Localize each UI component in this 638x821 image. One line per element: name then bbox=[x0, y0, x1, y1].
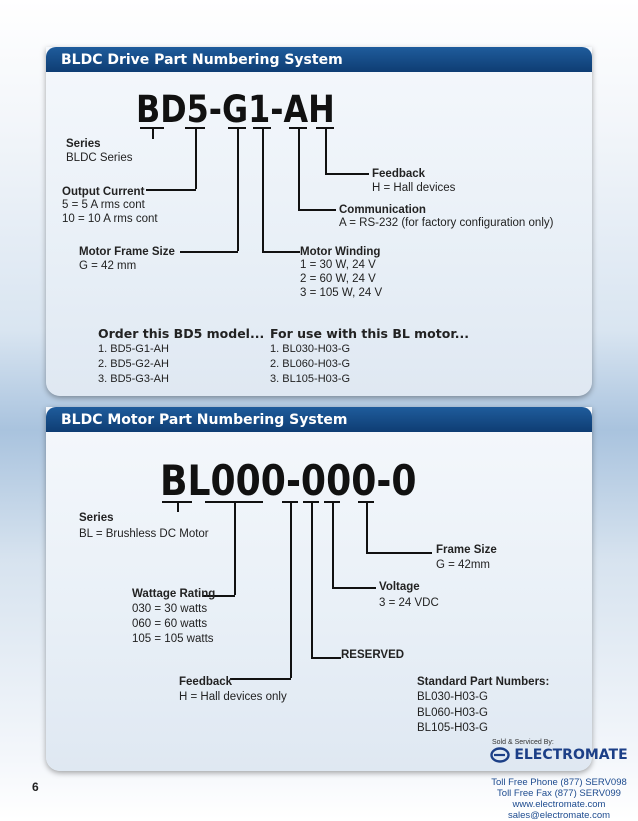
motor-voltage-value: 3 = 24 VDC bbox=[379, 597, 439, 609]
drive-output-current-line: 10 = 10 A rms cont bbox=[62, 213, 158, 225]
connector-line bbox=[366, 552, 432, 554]
connector-line bbox=[290, 501, 292, 678]
connector-line bbox=[311, 501, 313, 657]
motor-series-label: Series bbox=[79, 512, 114, 524]
motor-wattage-line: 060 = 60 watts bbox=[132, 618, 208, 630]
drive-feedback-value: H = Hall devices bbox=[372, 182, 456, 194]
connector-line bbox=[262, 127, 264, 251]
order-list: 1. BD5-G1-AH 2. BD5-G2-AH 3. BD5-G3-AH bbox=[98, 342, 169, 387]
motor-wattage-line: 105 = 105 watts bbox=[132, 633, 214, 645]
vendor-fax: Toll Free Fax (877) SERV099 bbox=[497, 788, 621, 799]
order-item: 3. BD5-G3-AH bbox=[98, 373, 169, 385]
standard-part-item: BL060-H03-G bbox=[417, 707, 488, 719]
order-item: 1. BD5-G1-AH bbox=[98, 343, 169, 355]
standard-parts-heading: Standard Part Numbers: bbox=[417, 676, 550, 688]
connector-line bbox=[332, 501, 334, 587]
motor-frame-size-label: Frame Size bbox=[436, 544, 497, 556]
order-heading: Order this BD5 model... bbox=[98, 326, 265, 341]
connector-line bbox=[234, 501, 236, 595]
standard-part-item: BL030-H03-G bbox=[417, 691, 488, 703]
drive-communication-value: A = RS-232 (for factory configuration on… bbox=[339, 217, 554, 229]
connector-line bbox=[311, 657, 341, 659]
connector-line bbox=[298, 127, 300, 209]
drive-winding-line: 2 = 60 W, 24 V bbox=[300, 273, 376, 285]
connector-line bbox=[332, 587, 376, 589]
motor-panel: BLDC Motor Part Numbering System bbox=[46, 407, 592, 771]
vendor-block: Sold & Serviced By: ELECTROMATE Toll Fre… bbox=[484, 739, 634, 821]
use-with-heading: For use with this BL motor... bbox=[270, 326, 469, 341]
connector-line bbox=[325, 127, 327, 173]
order-item: 2. BD5-G2-AH bbox=[98, 358, 169, 370]
sold-by-text: Sold & Serviced By: bbox=[492, 739, 554, 746]
motor-panel-header: BLDC Motor Part Numbering System bbox=[46, 407, 592, 432]
motor-wattage-line: 030 = 30 watts bbox=[132, 603, 208, 615]
connector-line bbox=[195, 127, 197, 189]
vendor-name: ELECTROMATE bbox=[514, 747, 628, 763]
connector-line bbox=[152, 127, 154, 139]
vendor-logo: ELECTROMATE bbox=[484, 747, 634, 763]
page-number: 6 bbox=[32, 780, 39, 794]
motor-voltage-label: Voltage bbox=[379, 581, 420, 593]
use-with-item: 1. BL030-H03-G bbox=[270, 343, 351, 355]
motor-part-number: BL000-000-0 bbox=[160, 456, 417, 505]
drive-winding-line: 3 = 105 W, 24 V bbox=[300, 287, 383, 299]
connector-line bbox=[298, 209, 336, 211]
motor-feedback-value: H = Hall devices only bbox=[179, 691, 287, 703]
use-with-item: 3. BL105-H03-G bbox=[270, 373, 351, 385]
drive-feedback-label: Feedback bbox=[372, 168, 426, 180]
drive-series-value: BLDC Series bbox=[66, 152, 133, 164]
use-with-list: 1. BL030-H03-G 2. BL060-H03-G 3. BL105-H… bbox=[270, 342, 350, 387]
vendor-email[interactable]: sales@electromate.com bbox=[507, 810, 611, 821]
standard-part-item: BL105-H03-G bbox=[417, 722, 488, 734]
drive-winding-line: 1 = 30 W, 24 V bbox=[300, 259, 376, 271]
drive-panel: BLDC Drive Part Numbering System bbox=[46, 47, 592, 396]
motor-frame-size-value: G = 42mm bbox=[436, 559, 491, 571]
drive-panel-header: BLDC Drive Part Numbering System bbox=[46, 47, 592, 72]
connector-line bbox=[325, 173, 369, 175]
connector-line bbox=[262, 251, 300, 253]
drive-output-current-line: 5 = 5 A rms cont bbox=[62, 199, 145, 211]
motor-feedback-label: Feedback bbox=[179, 676, 233, 688]
connector-line bbox=[237, 127, 239, 251]
connector-line bbox=[366, 501, 368, 552]
drive-winding-label: Motor Winding bbox=[300, 246, 381, 258]
drive-part-number: BD5-G1-AH bbox=[136, 88, 335, 131]
connector-line bbox=[177, 501, 179, 512]
electromate-logo-icon bbox=[490, 747, 511, 763]
connector-line bbox=[180, 251, 238, 253]
connector-line bbox=[230, 678, 291, 680]
drive-series-label: Series bbox=[66, 138, 101, 150]
vendor-phone: Toll Free Phone (877) SERV098 bbox=[491, 777, 627, 788]
use-with-item: 2. BL060-H03-G bbox=[270, 358, 351, 370]
drive-frame-size-value: G = 42 mm bbox=[79, 260, 137, 272]
drive-communication-label: Communication bbox=[339, 204, 426, 216]
drive-panel-title: BLDC Drive Part Numbering System bbox=[61, 52, 343, 68]
connector-line bbox=[203, 595, 235, 597]
vendor-web[interactable]: www.electromate.com bbox=[512, 799, 606, 810]
motor-series-value: BL = Brushless DC Motor bbox=[79, 528, 209, 540]
drive-output-current-label: Output Current bbox=[62, 186, 145, 198]
motor-reserved-label: RESERVED bbox=[341, 649, 405, 661]
motor-panel-title: BLDC Motor Part Numbering System bbox=[61, 412, 348, 428]
drive-frame-size-label: Motor Frame Size bbox=[79, 246, 175, 258]
motor-wattage-label: Wattage Rating bbox=[132, 588, 216, 600]
connector-line bbox=[146, 189, 196, 191]
